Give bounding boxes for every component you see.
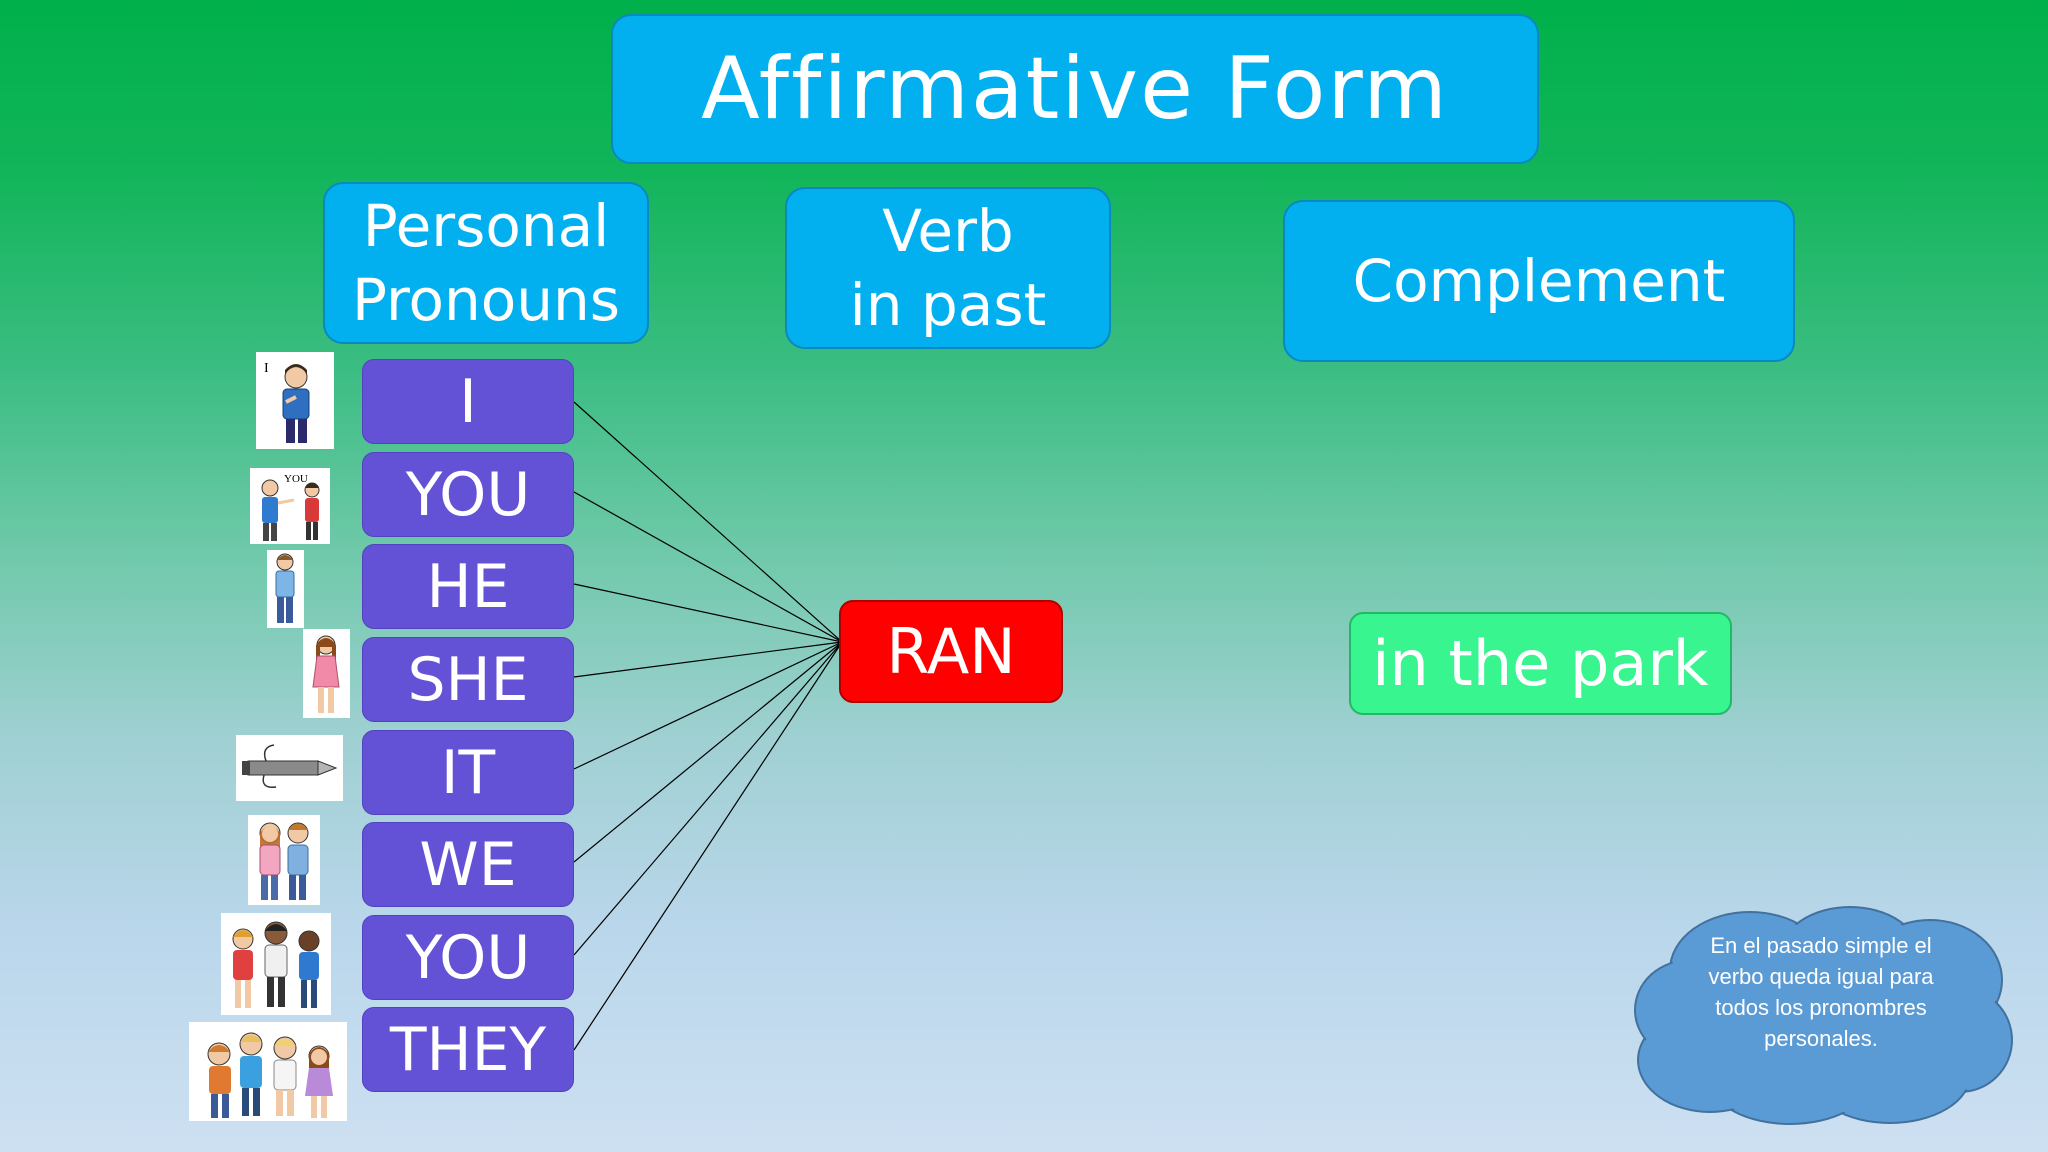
page-title: Affirmative Form bbox=[611, 14, 1539, 164]
header-verb-line-1: Verb bbox=[882, 197, 1014, 265]
pronoun-box-i: I bbox=[362, 359, 574, 444]
connector-line-you-plural bbox=[573, 641, 843, 956]
picture-he-boy bbox=[267, 550, 304, 628]
pronoun-box-you-plural: YOU bbox=[362, 915, 574, 1000]
picture-you-plural-children bbox=[221, 913, 331, 1015]
connector-line-you bbox=[573, 491, 843, 643]
picture-they-group bbox=[189, 1022, 347, 1121]
connector-line-she bbox=[573, 641, 843, 678]
header-verb-in-past: Verb in past bbox=[785, 187, 1111, 349]
connector-line-i bbox=[573, 401, 843, 643]
picture-i-boy-pointing-self: I bbox=[256, 352, 334, 449]
pronoun-box-they: THEY bbox=[362, 1007, 574, 1092]
svg-text:I: I bbox=[264, 361, 269, 376]
header-complement: Complement bbox=[1283, 200, 1795, 362]
header-pronouns-line-1: Personal bbox=[362, 192, 610, 260]
verb-box-ran: RAN bbox=[839, 600, 1063, 703]
connector-line-it bbox=[573, 641, 843, 770]
connector-line-we bbox=[573, 641, 843, 863]
header-verb-line-2: in past bbox=[849, 271, 1047, 339]
connector-line-they bbox=[573, 641, 843, 1051]
picture-she-girl bbox=[303, 629, 350, 718]
pronoun-box-he: HE bbox=[362, 544, 574, 629]
note-cloud: En el pasado simple el verbo queda igual… bbox=[1630, 900, 2016, 1126]
header-personal-pronouns: Personal Pronouns bbox=[323, 182, 649, 344]
header-pronouns-line-2: Pronouns bbox=[352, 266, 620, 334]
pronoun-box-she: SHE bbox=[362, 637, 574, 722]
svg-text:YOU: YOU bbox=[284, 473, 308, 485]
picture-it-pen bbox=[236, 735, 343, 801]
complement-box: in the park bbox=[1349, 612, 1732, 715]
connector-line-he bbox=[573, 583, 843, 643]
picture-you-two-people: YOU bbox=[250, 468, 330, 544]
picture-we-boy-and-girl bbox=[248, 815, 320, 905]
pronoun-box-you: YOU bbox=[362, 452, 574, 537]
pronoun-box-it: IT bbox=[362, 730, 574, 815]
cloud-shape bbox=[1634, 906, 2013, 1125]
note-text: En el pasado simple el verbo queda igual… bbox=[1708, 933, 1934, 1051]
pronoun-box-we: WE bbox=[362, 822, 574, 907]
